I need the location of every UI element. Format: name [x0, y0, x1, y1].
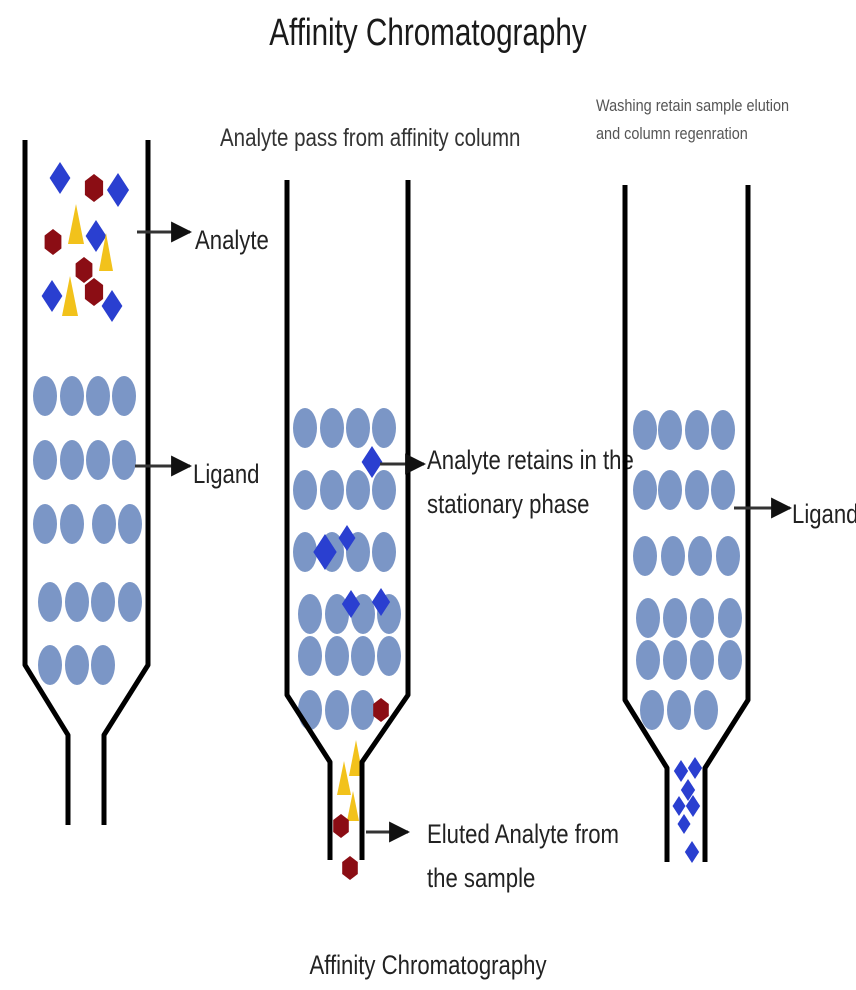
analyte-triangle — [347, 791, 359, 821]
analyte-hexagon — [333, 814, 349, 838]
column-1-bead — [86, 440, 110, 480]
column-3-bead — [667, 690, 691, 730]
analyte-diamond — [678, 814, 691, 834]
column-2-bead — [346, 408, 370, 448]
column-3-bead — [690, 598, 714, 638]
analyte-diamond — [685, 841, 699, 863]
column-3-bead — [663, 598, 687, 638]
column-2-bead — [351, 690, 375, 730]
column-2-bead — [298, 690, 322, 730]
column-1-bead — [60, 504, 84, 544]
column-2-bead — [320, 470, 344, 510]
column-2-bead — [293, 408, 317, 448]
column-3-bead — [636, 598, 660, 638]
column-3-bead — [633, 410, 657, 450]
analyte-diamond — [674, 760, 688, 782]
column-1-bead — [91, 645, 115, 685]
column-3-bead — [661, 536, 685, 576]
analyte-hexagon — [45, 229, 62, 255]
column-1-bead — [60, 376, 84, 416]
column-1-bead — [65, 582, 89, 622]
column-1-bead — [118, 504, 142, 544]
column-2-bead — [293, 470, 317, 510]
column-3-bead — [633, 536, 657, 576]
column-1-bead — [112, 440, 136, 480]
column-1-bead — [112, 376, 136, 416]
column-2-right-wall — [362, 180, 408, 860]
analyte-diamond — [86, 220, 107, 252]
column-3-bead — [685, 410, 709, 450]
column-3-bead — [690, 640, 714, 680]
analyte-diamond — [107, 173, 129, 207]
column-2-left-wall — [287, 180, 330, 860]
analyte-hexagon — [85, 278, 103, 306]
column-3-bead — [694, 690, 718, 730]
column-1-bead — [38, 582, 62, 622]
column-1-bead — [60, 440, 84, 480]
column-1-bead — [118, 582, 142, 622]
analyte-triangle — [337, 761, 351, 795]
analyte-hexagon — [76, 257, 93, 283]
column-2-bead — [346, 470, 370, 510]
analyte-diamond — [50, 162, 71, 194]
column-3-bead — [640, 690, 664, 730]
column-1-bead — [38, 645, 62, 685]
column-3-right-wall — [705, 185, 748, 862]
analyte-diamond — [102, 290, 123, 322]
column-1-bead — [33, 376, 57, 416]
column-2-bead — [372, 532, 396, 572]
column-3-bead — [688, 536, 712, 576]
column-1-bead — [33, 504, 57, 544]
analyte-triangle — [62, 276, 78, 316]
column-3-bead — [658, 410, 682, 450]
analyte-triangle — [68, 204, 84, 244]
analyte-hexagon — [342, 856, 358, 880]
column-2-bead — [298, 594, 322, 634]
column-3-bead — [711, 470, 735, 510]
analyte-diamond — [673, 796, 686, 816]
pointer-arrows-group — [135, 232, 790, 832]
column-3-bead — [716, 536, 740, 576]
column-1-bead — [86, 376, 110, 416]
column-2-bead — [325, 636, 349, 676]
column-1-bead — [92, 504, 116, 544]
column-1-bead — [91, 582, 115, 622]
column-2-bead — [351, 636, 375, 676]
column-1-right-wall — [104, 140, 148, 825]
column-3-bead — [685, 470, 709, 510]
column-1-bead — [65, 645, 89, 685]
column-3-bead — [718, 640, 742, 680]
column-2-bead — [320, 408, 344, 448]
column-3-bead — [658, 470, 682, 510]
column-1-bead — [33, 440, 57, 480]
column-3-bead — [718, 598, 742, 638]
column-2-bead — [325, 690, 349, 730]
analyte-diamond — [42, 280, 63, 312]
column-3-bead — [636, 640, 660, 680]
column-2-bead — [298, 636, 322, 676]
column-2-bead — [372, 470, 396, 510]
analyte-hexagon — [85, 174, 103, 202]
column-2-bead — [372, 408, 396, 448]
column-3-bead — [633, 470, 657, 510]
analyte-hexagon — [373, 698, 389, 722]
column-3-bead — [663, 640, 687, 680]
column-3-bead — [711, 410, 735, 450]
column-2-bead — [377, 636, 401, 676]
analyte-diamond — [688, 757, 702, 779]
column-3-left-wall — [625, 185, 667, 862]
